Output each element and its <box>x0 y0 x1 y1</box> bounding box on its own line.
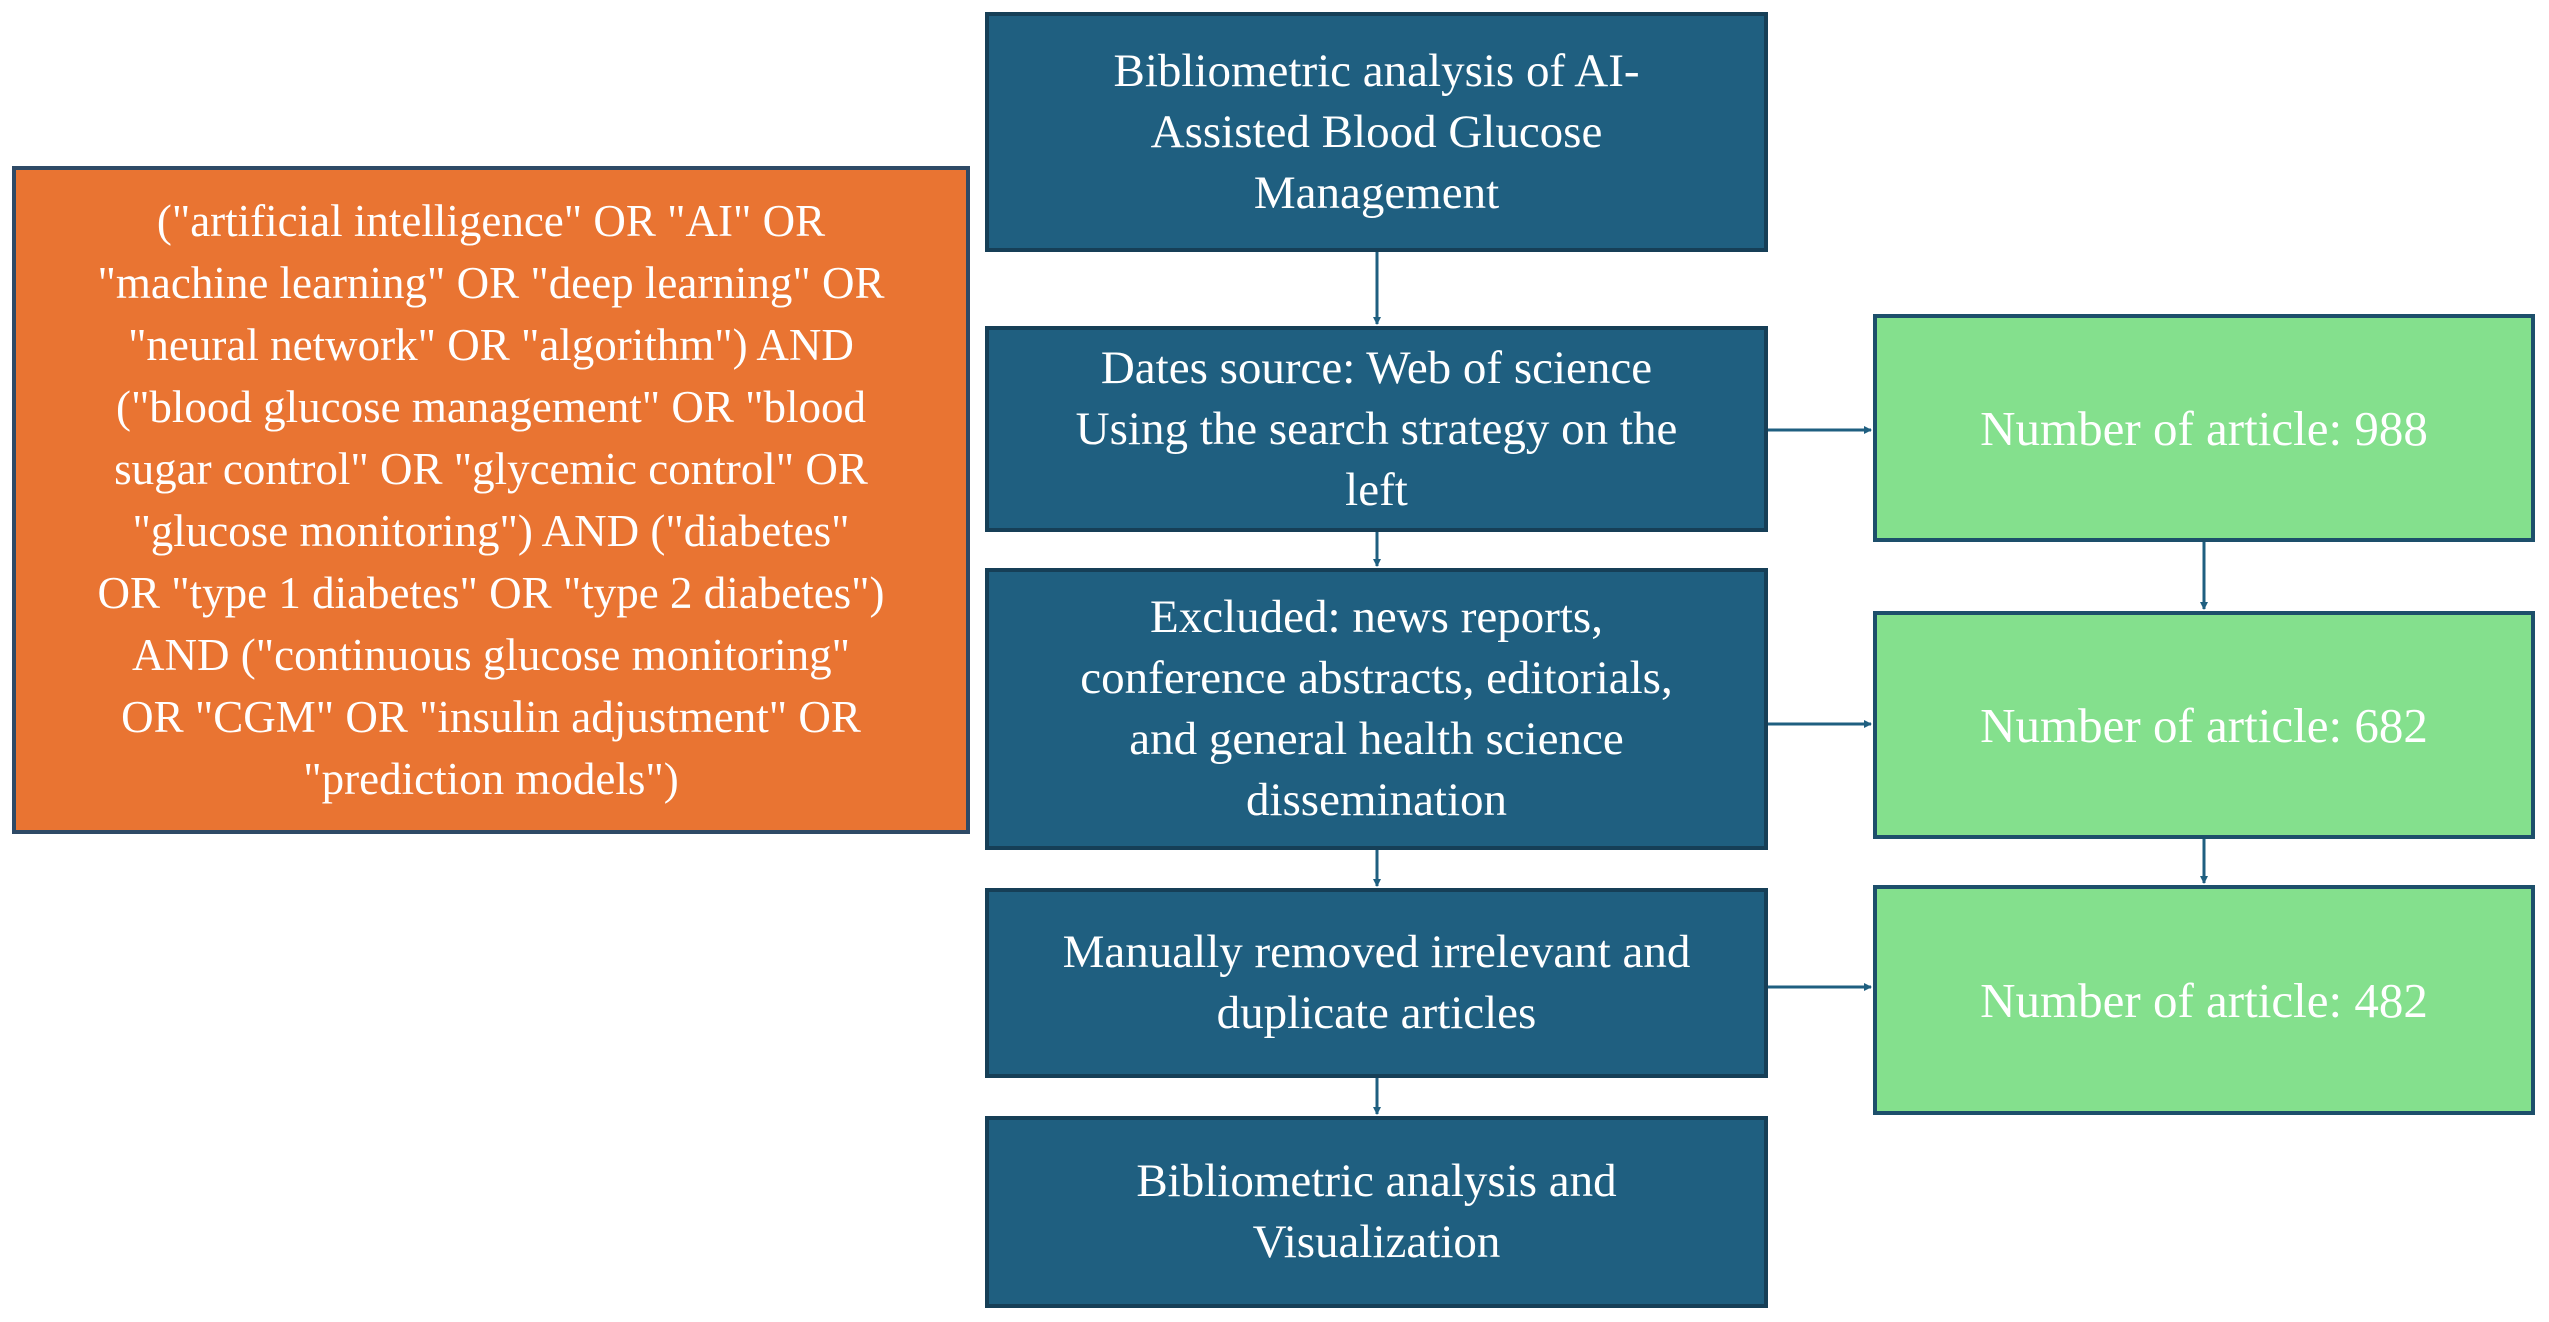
search-strategy-text: ("artificial intelligence" OR "AI" OR "m… <box>97 196 885 804</box>
count-box-482: Number of article: 482 <box>1873 885 2535 1115</box>
step-analysis-text: Bibliometric analysis and Visualization <box>1136 1155 1617 1268</box>
step-manual-removal-text: Manually removed irrelevant and duplicat… <box>1062 926 1691 1039</box>
step-data-source-text: Dates source: Web of science Using the s… <box>1075 341 1678 516</box>
step-title-text: Bibliometric analysis of AI- Assisted Bl… <box>1113 44 1640 219</box>
count-box-988: Number of article: 988 <box>1873 314 2535 542</box>
step-box-title: Bibliometric analysis of AI- Assisted Bl… <box>985 12 1768 252</box>
step-box-manual-removal: Manually removed irrelevant and duplicat… <box>985 888 1768 1078</box>
count-988-text: Number of article: 988 <box>1980 400 2428 456</box>
search-strategy-box: ("artificial intelligence" OR "AI" OR "m… <box>12 166 970 834</box>
count-682-text: Number of article: 682 <box>1980 697 2428 753</box>
count-482-text: Number of article: 482 <box>1980 972 2428 1028</box>
step-box-data-source: Dates source: Web of science Using the s… <box>985 326 1768 532</box>
step-box-analysis: Bibliometric analysis and Visualization <box>985 1116 1768 1308</box>
count-box-682: Number of article: 682 <box>1873 611 2535 839</box>
step-exclusion-text: Excluded: news reports, conference abstr… <box>1080 591 1673 826</box>
step-box-exclusion: Excluded: news reports, conference abstr… <box>985 568 1768 850</box>
